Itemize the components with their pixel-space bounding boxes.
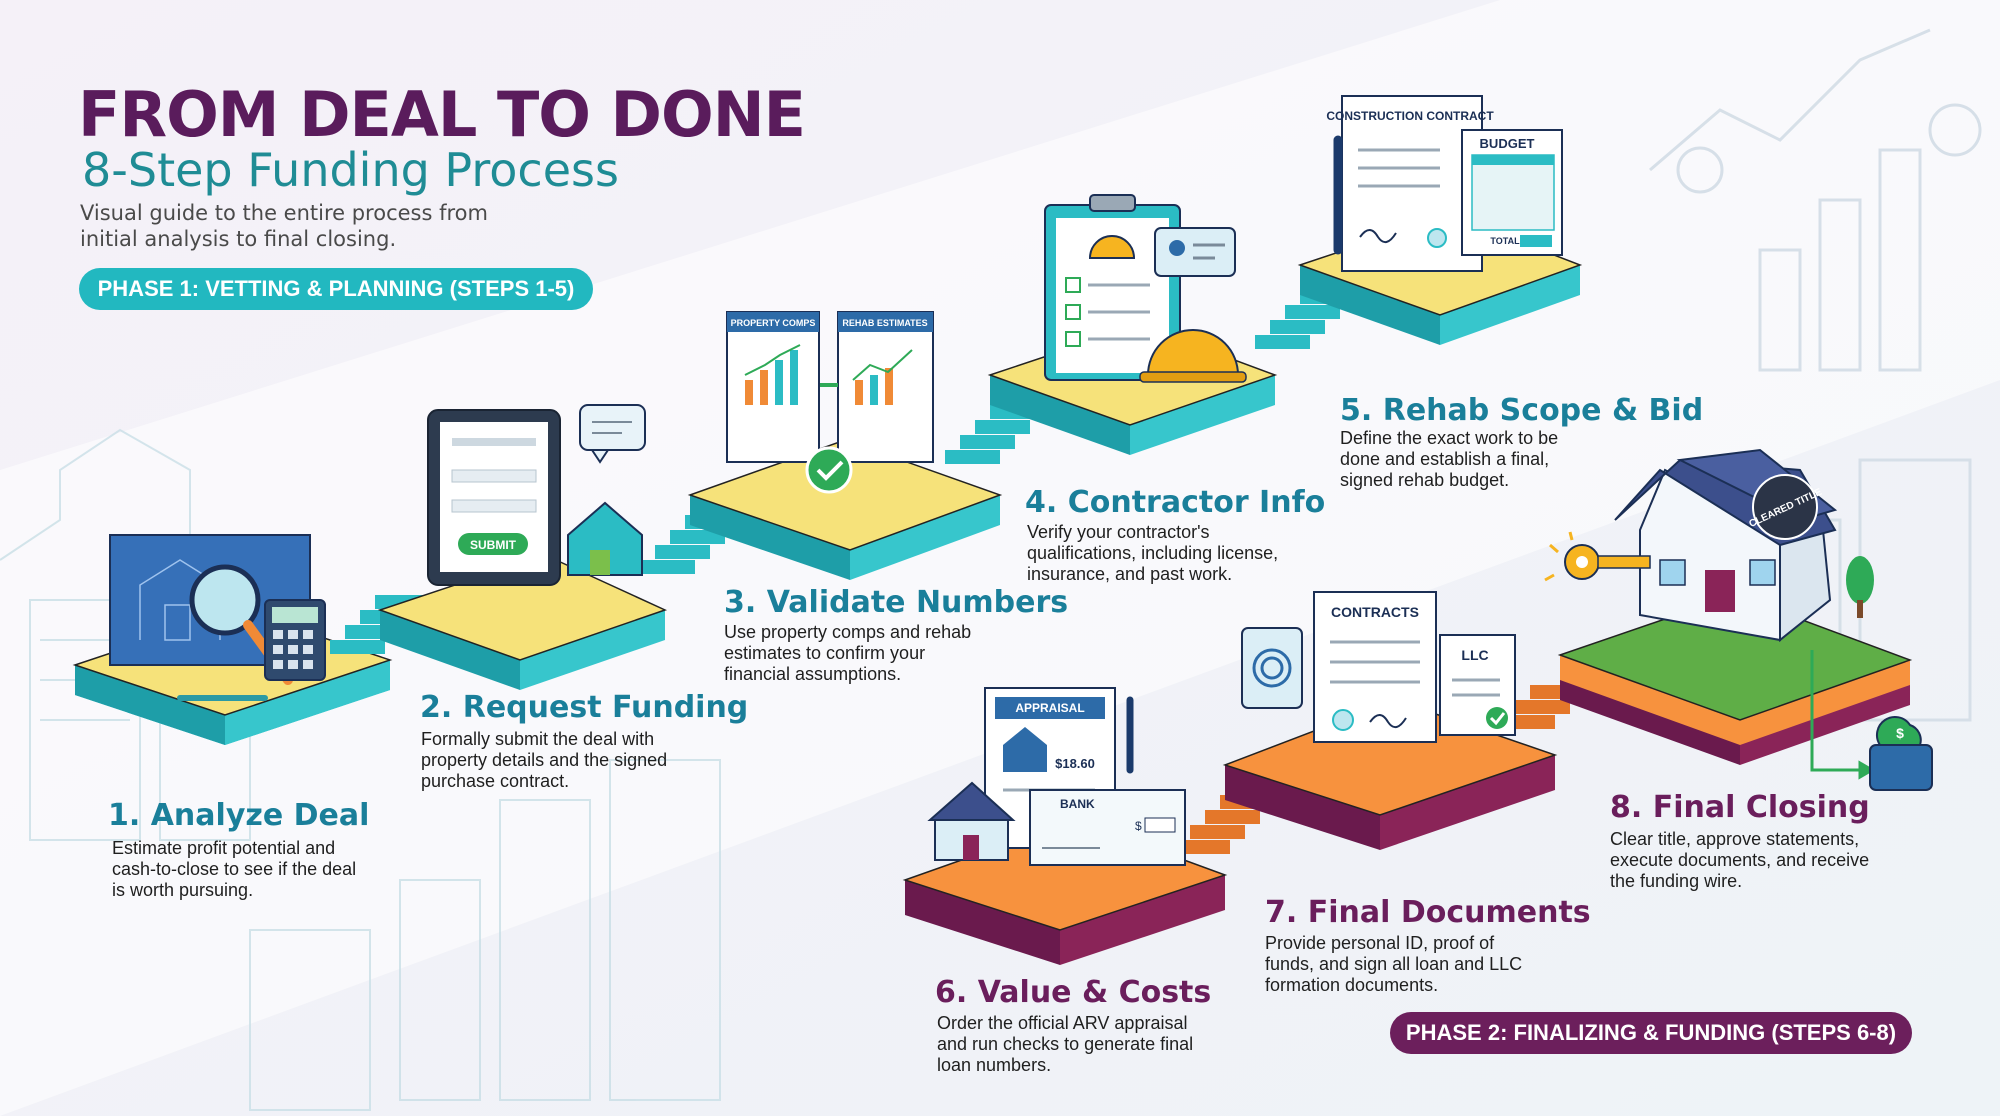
phase-2-badge: PHASE 2: FINALIZING & FUNDING (STEPS 6-8… — [1390, 1012, 1912, 1054]
construction-contract-doc: CONSTRUCTION CONTRACT — [1326, 95, 1494, 272]
step-7-title: 7. Final Documents — [1265, 895, 1591, 930]
step-5-title: 5. Rehab Scope & Bid — [1340, 393, 1704, 428]
step-1-title: 1. Analyze Deal — [108, 798, 370, 833]
step-5-description: Define the exact work to be done and est… — [1340, 428, 1559, 490]
checkmark-icon — [805, 446, 853, 494]
contractor-illustration — [1044, 194, 1247, 383]
step-6-title: 6. Value & Costs — [935, 975, 1212, 1010]
property-comps-card: PROPERTY COMPS — [726, 311, 820, 463]
step-4-title: 4. Contractor Info — [1025, 485, 1326, 520]
id-card-icon — [1154, 227, 1236, 277]
page-subtitle: 8-Step Funding Process — [82, 143, 619, 197]
svg-text:$: $ — [1896, 725, 1904, 741]
calculator-icon — [264, 599, 326, 681]
phase-1-badge: PHASE 1: VETTING & PLANNING (STEPS 1-5) — [79, 268, 593, 310]
svg-text:$18.60: $18.60 — [1055, 756, 1095, 771]
contracts-doc: CONTRACTS — [1313, 591, 1437, 743]
hard-hat-icon — [1088, 235, 1247, 383]
small-house-icon — [927, 781, 1016, 861]
validate-illustration: PROPERTY COMPS REHAB ESTIMATES — [726, 311, 934, 494]
step-2-description: Formally submit the deal with property d… — [421, 729, 668, 791]
step-3-description: Use property comps and rehab estimates t… — [724, 622, 972, 684]
step-8-description: Clear title, approve statements, execute… — [1610, 829, 1870, 891]
step-7-description: Provide personal ID, proof of funds, and… — [1265, 933, 1523, 995]
platform-step-3 — [687, 439, 1003, 580]
wallet-icon: $ — [1869, 716, 1933, 791]
closing-illustration: CLEARED TITLE $ — [1544, 448, 1933, 791]
llc-doc: LLC — [1439, 634, 1516, 736]
step-2-title: 2. Request Funding — [420, 690, 749, 725]
budget-doc: BUDGET TOTAL — [1461, 129, 1563, 256]
bank-check: BANK $ — [1029, 789, 1186, 866]
svg-text:$: $ — [1135, 819, 1142, 833]
tablet-icon: SUBMIT — [427, 409, 561, 586]
step-6-description: Order the official ARV appraisal and run… — [937, 1013, 1194, 1075]
svg-text:BANK: BANK — [1060, 797, 1095, 811]
fingerprint-icon — [1241, 627, 1303, 709]
step-1-description: Estimate profit potential and cash-to-cl… — [112, 838, 357, 900]
value-illustration: APPRAISAL $18.60 BANK $ — [927, 687, 1186, 866]
step-3-title: 3. Validate Numbers — [724, 585, 1069, 620]
platform-step-2 — [377, 554, 668, 690]
platform-step-8 — [1557, 594, 1913, 765]
step-8-title: 8. Final Closing — [1610, 790, 1870, 825]
svg-text:BUDGET: BUDGET — [1480, 136, 1535, 151]
funding-arrow-icon — [1810, 650, 1875, 780]
tree-icon — [1846, 556, 1874, 618]
page-description: Visual guide to the entire process from … — [80, 201, 488, 251]
svg-text:TOTAL: TOTAL — [1490, 236, 1520, 246]
svg-text:APPRAISAL: APPRAISAL — [1015, 701, 1084, 715]
chat-bubble-icon — [579, 404, 646, 464]
svg-text:CONSTRUCTION CONTRACT: CONSTRUCTION CONTRACT — [1326, 109, 1494, 123]
page-title: FROM DEAL TO DONE — [78, 78, 806, 151]
svg-text:LLC: LLC — [1461, 647, 1488, 663]
rehab-estimates-card: REHAB ESTIMATES — [837, 311, 934, 463]
house-icon — [567, 501, 643, 576]
svg-text:CONTRACTS: CONTRACTS — [1331, 604, 1419, 620]
analyze-illustration — [109, 534, 326, 701]
svg-text:REHAB ESTIMATES: REHAB ESTIMATES — [842, 318, 927, 328]
submit-button-label: SUBMIT — [470, 538, 517, 552]
step-4-description: Verify your contractor's qualifications,… — [1027, 522, 1279, 584]
key-icon — [1544, 531, 1651, 582]
skyline-left-decoration — [0, 428, 721, 1111]
cleared-title-stamp: CLEARED TITLE — [1748, 474, 1824, 540]
documents-illustration: CONTRACTS LLC — [1241, 591, 1516, 743]
request-illustration: SUBMIT — [427, 404, 646, 586]
svg-text:PROPERTY COMPS: PROPERTY COMPS — [731, 318, 816, 328]
rehab-illustration: CONSTRUCTION CONTRACT BUDGET TOTAL — [1326, 95, 1563, 272]
